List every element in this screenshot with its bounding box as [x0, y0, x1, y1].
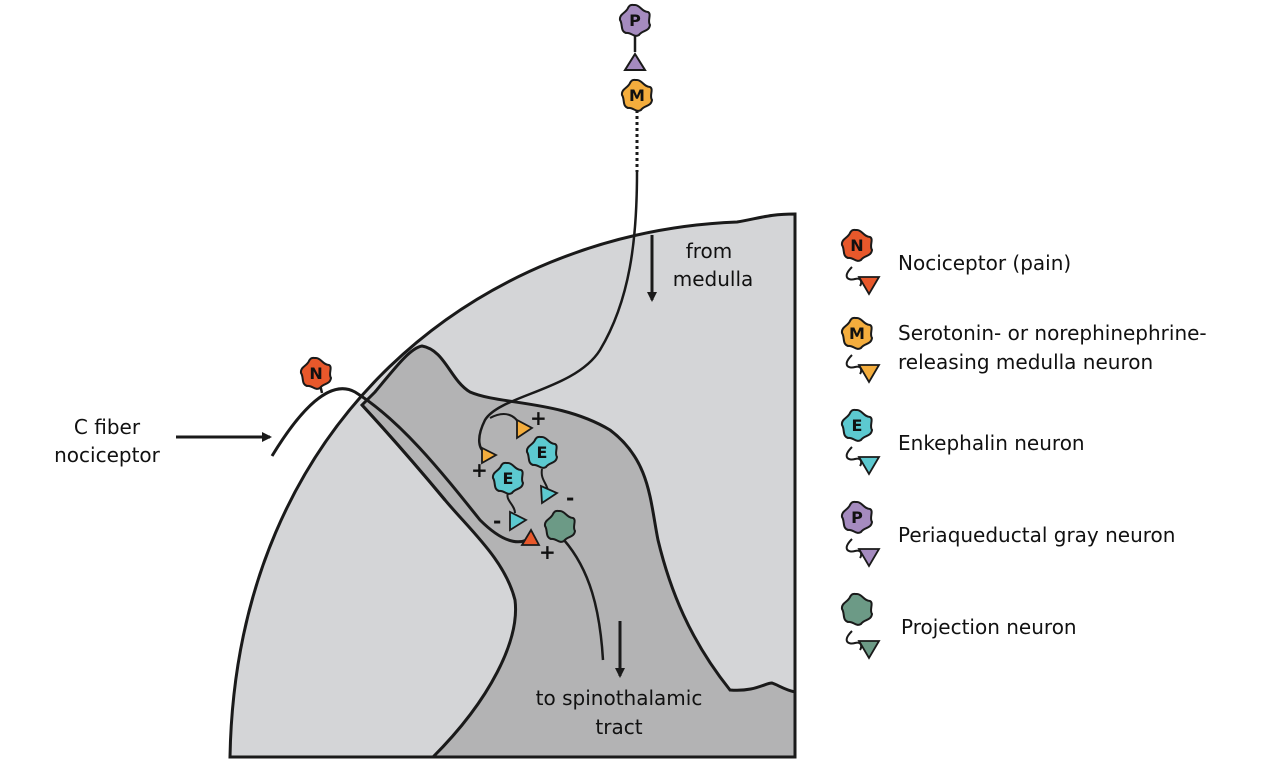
legend-label: Nociceptor (pain) [898, 251, 1071, 275]
medulla-terminal-lower [481, 446, 498, 465]
legend-item: P Periaqueductal gray neuron [840, 500, 1175, 568]
minus-sign-enkephalin-upper: - [566, 486, 574, 510]
legend-item: N Nociceptor (pain) [840, 228, 1071, 296]
enkephalin-neuron-lower: E [491, 461, 524, 495]
legend-letter: M [849, 324, 865, 343]
pag-terminal [623, 52, 647, 71]
from-medulla-label-line1: from [686, 239, 733, 263]
legend-letter: N [850, 236, 863, 255]
c-fiber-axon [270, 387, 528, 544]
legend: N Nociceptor (pain) M Serotonin- or norephi… [840, 228, 1207, 660]
legend-item: M Serotonin- or norephinephrine-releasing… [840, 316, 1207, 384]
enkephalin-neuron-icon: E [840, 408, 881, 476]
nociceptor-neuron: N [299, 356, 332, 390]
enkephalin-terminal-upper [540, 484, 559, 505]
medulla-neuron-icon: M [840, 316, 881, 384]
lamina-boundary [360, 403, 447, 501]
spinothalamic-label-line2: tract [595, 715, 642, 739]
legend-letter: P [851, 508, 863, 527]
c-fiber-label-line2: nociceptor [54, 443, 161, 467]
nociceptor-terminal [520, 528, 541, 546]
periaqueductal-letter: P [629, 11, 641, 30]
legend-label: Periaqueductal gray neuron [898, 523, 1175, 547]
projection-neuron-icon [840, 592, 881, 660]
medulla-neuron: M [620, 78, 653, 112]
legend-label: Serotonin- or norephinephrine- [898, 321, 1207, 345]
legend-label: Projection neuron [901, 615, 1077, 639]
legend-label: Enkephalin neuron [898, 431, 1085, 455]
legend-label-line2: releasing medulla neuron [898, 350, 1153, 374]
c-fiber-label-line1: C fiber [74, 415, 141, 439]
periaqueductal-neuron-icon: P [840, 500, 881, 568]
medulla-descending-fiber [478, 171, 639, 454]
legend-item: E Enkephalin neuron [840, 408, 1085, 476]
periaqueductal-neuron: P [618, 3, 651, 37]
enkephalin-lower-axon [506, 492, 516, 514]
nociceptor-neuron-icon: N [840, 228, 881, 296]
enkephalin-neuron-upper: E [525, 435, 558, 469]
plus-sign-medulla-upper: + [530, 406, 547, 430]
minus-sign-enkephalin-lower: - [493, 509, 501, 533]
enkephalin-letter-upper: E [537, 443, 548, 462]
plus-sign-medulla-lower: + [471, 458, 488, 482]
plus-sign-nociceptor: + [539, 540, 556, 564]
medulla-letter: M [629, 86, 645, 105]
legend-item: Projection neuron [840, 592, 1077, 660]
nociceptor-letter: N [309, 364, 322, 383]
enkephalin-terminal-lower [509, 510, 528, 532]
from-medulla-label-line2: medulla [673, 267, 754, 291]
legend-letter: E [852, 416, 863, 435]
spinothalamic-label-line1: to spinothalamic [536, 686, 703, 710]
projection-axon [563, 539, 605, 661]
medulla-terminal-upper [516, 418, 534, 440]
enkephalin-letter-lower: E [503, 469, 514, 488]
dorsal-horn-gray-matter [359, 344, 797, 759]
